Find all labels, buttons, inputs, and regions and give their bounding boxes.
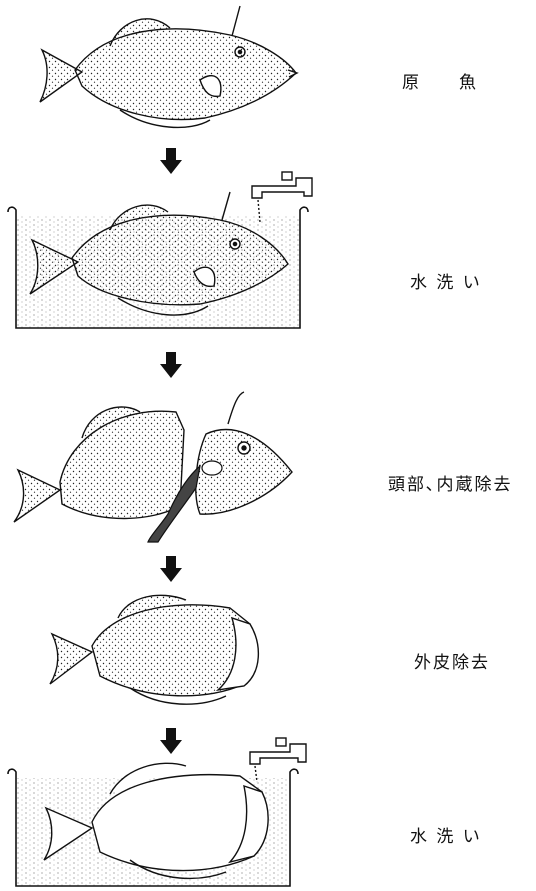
step-5-label: 水 洗 い — [410, 822, 482, 847]
faucet-icon — [250, 738, 306, 782]
washing-tub-illustration — [0, 168, 360, 338]
step-2-label: 水 洗 い — [410, 268, 482, 293]
fish-body-icon — [14, 407, 184, 522]
fish-head-icon — [196, 392, 292, 514]
fish-icon — [40, 6, 297, 127]
step-4-skin-removal — [0, 584, 360, 714]
washing-tub-illustration — [0, 736, 360, 891]
head-removal-illustration — [0, 386, 360, 546]
raw-fish-illustration — [0, 0, 360, 140]
step-3-label: 頭部､内蔵除去 — [388, 470, 513, 495]
faucet-icon — [252, 172, 312, 222]
step-3-head-removal — [0, 386, 360, 546]
down-arrow-icon — [160, 352, 182, 378]
step-1-label: 原 魚 — [402, 68, 478, 93]
step-5-wash — [0, 736, 360, 891]
step-2-wash — [0, 168, 360, 338]
down-arrow-icon — [160, 556, 182, 582]
skin-removal-illustration — [0, 584, 360, 714]
step-1-raw-fish — [0, 0, 360, 140]
fish-icon — [50, 595, 258, 704]
step-4-label: 外皮除去 — [414, 648, 490, 673]
